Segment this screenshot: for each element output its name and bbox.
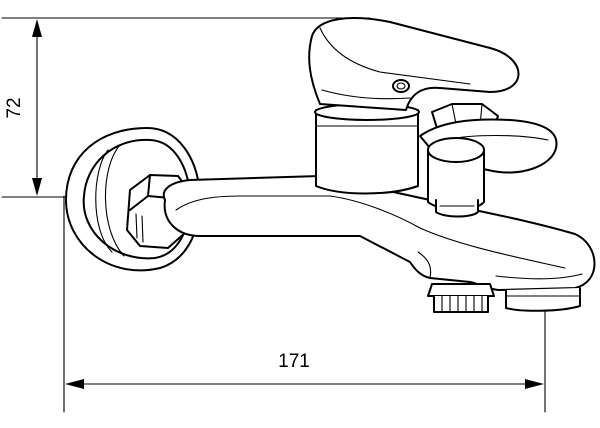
width-dimension-label: 171: [278, 351, 310, 372]
faucet-body: [162, 17, 596, 291]
width-arrow-left: [65, 379, 84, 389]
width-arrow-right: [525, 379, 544, 389]
bath-spout-aerator: [505, 287, 581, 312]
height-arrow-bottom: [32, 178, 42, 196]
width-dimension: 171: [63, 195, 546, 413]
height-dimension: 72: [1, 17, 371, 198]
height-dimension-label: 72: [4, 97, 25, 118]
shower-outlet-thread: [427, 283, 495, 313]
height-arrow-top: [32, 19, 42, 37]
